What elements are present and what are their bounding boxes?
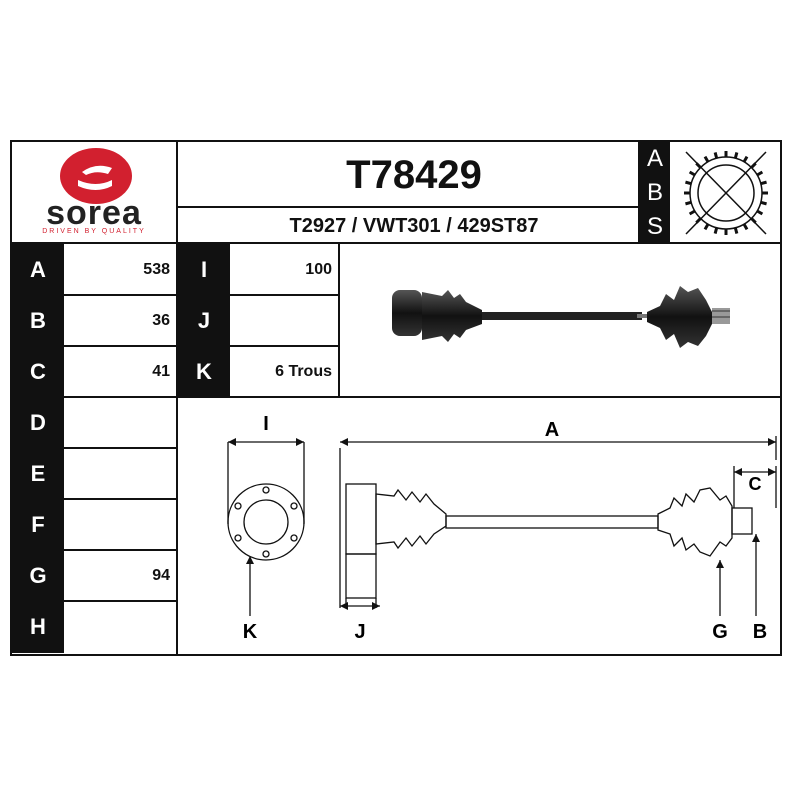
- spec-value-a: 538: [143, 261, 170, 278]
- shaft-dimension-drawing: I A C K J G B: [227, 413, 777, 643]
- dim-label-i: I: [263, 413, 269, 435]
- spec-value-d: [64, 397, 176, 449]
- abs-indicator: A B S: [640, 142, 670, 244]
- spec-value-c: 41: [152, 363, 170, 380]
- spec-value-b: 36: [152, 312, 170, 329]
- part-number: T78429: [346, 152, 482, 197]
- abs-ring-crossed-icon: [672, 142, 780, 244]
- spec-label-g: G: [12, 550, 64, 602]
- sorea-logo-icon: [60, 148, 132, 204]
- brand-name: sorea: [46, 194, 142, 232]
- dim-label-k: K: [243, 621, 258, 643]
- spec-value-h: [64, 601, 176, 653]
- drive-shaft-photo-icon: [392, 286, 730, 348]
- spec-value-j: [230, 295, 338, 347]
- spec-label-e: E: [12, 448, 64, 500]
- divider: [64, 498, 176, 500]
- abs-letter-s: S: [640, 210, 670, 244]
- dim-label-c: C: [749, 474, 762, 494]
- spec-label-i: I: [178, 244, 230, 296]
- spec-label-a: A: [12, 244, 64, 296]
- spec-value-i: 100: [305, 261, 332, 278]
- spec-label-b: B: [12, 295, 64, 347]
- abs-letter-b: B: [640, 176, 670, 210]
- spec-label-h: H: [12, 601, 64, 653]
- dim-label-b: B: [753, 621, 767, 643]
- divider: [178, 206, 638, 208]
- abs-letter-a: A: [640, 142, 670, 176]
- spec-label-c: C: [12, 346, 64, 398]
- spec-value-k: 6 Trous: [275, 363, 332, 380]
- product-photo: [382, 272, 752, 362]
- technical-drawing: I A C K J G B: [180, 400, 780, 650]
- dim-label-j: J: [354, 621, 365, 643]
- spec-label-j: J: [178, 295, 230, 347]
- spec-value-f: [64, 499, 176, 551]
- spec-sheet: sorea DRIVEN BY QUALITY T78429 T2927 / V…: [10, 140, 782, 656]
- divider: [176, 142, 178, 654]
- spec-label-k: K: [178, 346, 230, 398]
- divider: [12, 396, 780, 398]
- brand-tagline: DRIVEN BY QUALITY: [42, 228, 146, 235]
- brand-logo: sorea DRIVEN BY QUALITY: [12, 142, 176, 242]
- divider: [668, 142, 670, 242]
- dim-label-a: A: [545, 419, 559, 441]
- divider: [338, 242, 340, 398]
- divider: [12, 242, 780, 244]
- divider: [64, 600, 176, 602]
- divider: [64, 396, 176, 398]
- divider: [64, 447, 176, 449]
- dim-label-g: G: [712, 621, 728, 643]
- spec-label-d: D: [12, 397, 64, 449]
- cross-references: T2927 / VWT301 / 429ST87: [289, 214, 539, 237]
- spec-value-g: 94: [152, 567, 170, 584]
- divider: [638, 142, 640, 242]
- spec-label-f: F: [12, 499, 64, 551]
- spec-value-e: [64, 448, 176, 500]
- divider: [64, 549, 176, 551]
